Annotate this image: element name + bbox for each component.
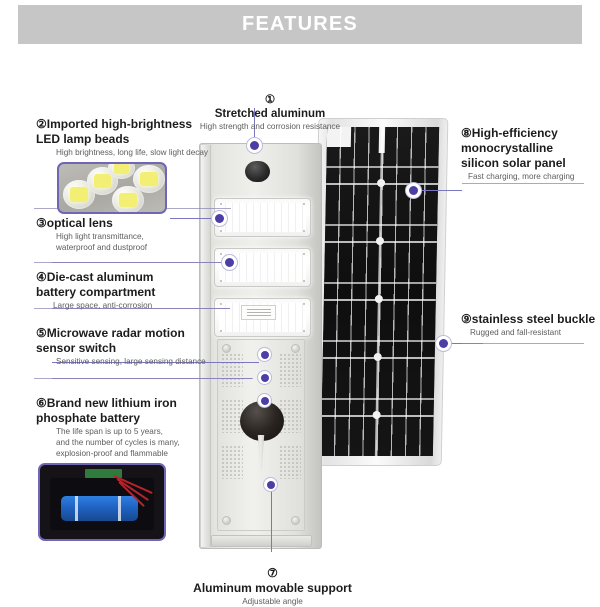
feature-8-label: High-efficiency monocrystalline silicon …	[461, 126, 566, 170]
vent-grille	[279, 445, 301, 479]
feature-3-label: optical lens	[46, 216, 113, 230]
vent-grille	[221, 445, 243, 479]
feature-2-label: Imported high-brightness LED lamp beads	[36, 117, 193, 146]
feature-1-title: ① Stretched aluminum	[175, 79, 365, 121]
label-rule	[462, 343, 584, 344]
feature-callout-1: ① Stretched aluminum High strength and c…	[175, 79, 365, 132]
feature-1-label: Stretched aluminum	[214, 108, 326, 120]
feature-callout-5: ⑤Microwave radar motion sensor switch Se…	[36, 326, 246, 367]
callout-dot-6[interactable]	[258, 394, 271, 407]
callout-dot-4[interactable]	[258, 348, 271, 361]
vent-grille	[279, 399, 301, 433]
product-label-plate	[241, 305, 276, 320]
label-rule	[34, 378, 253, 379]
feature-4-number: ④	[36, 270, 47, 284]
connector-line-1	[254, 108, 255, 145]
feature-6-subtitle: The life span is up to 5 years, and the …	[56, 427, 180, 458]
feature-5-title: ⑤Microwave radar motion sensor switch	[36, 326, 246, 356]
feature-6-number: ⑥	[36, 396, 47, 410]
connector-line-7	[271, 485, 272, 552]
label-rule	[34, 308, 230, 309]
feature-2-number: ②	[36, 117, 47, 131]
feature-9-number: ⑨	[461, 312, 472, 326]
feature-6-title: ⑥Brand new lithium iron phosphate batter…	[36, 396, 241, 426]
feature-callout-3: ③optical lens High light transmittance, …	[36, 216, 236, 253]
callout-dot-7[interactable]	[264, 478, 277, 491]
callout-dot-1[interactable]	[247, 138, 262, 153]
callout-dot-2[interactable]	[212, 211, 227, 226]
movable-support-bracket	[257, 435, 265, 471]
callout-dot-3[interactable]	[222, 255, 237, 270]
features-header-bar: FEATURES	[18, 5, 582, 44]
lamp-base-edge	[211, 535, 312, 547]
feature-callout-7: ⑦ Aluminum movable support Adjustable an…	[165, 551, 380, 607]
feature-callout-8: ⑧High-efficiency monocrystalline silicon…	[461, 126, 591, 182]
feature-callout-2: ②Imported high-brightness LED lamp beads…	[36, 117, 236, 158]
feature-6-label: Brand new lithium iron phosphate battery	[36, 396, 177, 425]
feature-5-number: ⑤	[36, 326, 47, 340]
led-module-lenses	[219, 203, 306, 232]
lamp-side-rail	[201, 145, 211, 547]
feature-3-title: ③optical lens	[36, 216, 236, 231]
feature-4-subtitle: Large space, anti-corrosion	[53, 301, 153, 310]
feature-7-subtitle: Adjustable angle	[242, 597, 303, 606]
feature-callout-9: ⑨stainless steel buckle Rugged and fall-…	[461, 312, 596, 338]
page-title: FEATURES	[242, 13, 358, 35]
feature-1-number: ①	[264, 94, 276, 106]
feature-5-subtitle: Sensitive sensing, large sensing distanc…	[56, 357, 206, 366]
feature-7-title: ⑦ Aluminum movable support	[165, 551, 380, 596]
label-rule	[462, 183, 584, 184]
feature-7-label: Aluminum movable support	[193, 581, 352, 595]
led-lamp-beads-photo	[57, 162, 167, 214]
connector-line-2	[170, 218, 219, 219]
feature-callout-4: ④Die-cast aluminum battery compartment L…	[36, 270, 241, 311]
feature-9-label: stainless steel buckle	[471, 312, 596, 326]
feature-8-title: ⑧High-efficiency monocrystalline silicon…	[461, 126, 591, 171]
solar-panel-glass	[320, 127, 440, 456]
feature-5-label: Microwave radar motion sensor switch	[36, 326, 185, 355]
vent-grille	[279, 353, 301, 387]
solar-panel-image	[311, 118, 449, 466]
feature-7-number: ⑦	[267, 566, 278, 580]
top-sensor-dome	[245, 161, 270, 182]
callout-dot-8[interactable]	[406, 183, 421, 198]
feature-9-title: ⑨stainless steel buckle	[461, 312, 596, 327]
feature-8-number: ⑧	[461, 126, 472, 140]
feature-9-subtitle: Rugged and fall-resistant	[470, 328, 562, 337]
microwave-radar-dome	[240, 401, 284, 441]
callout-dot-9[interactable]	[436, 336, 451, 351]
feature-1-subtitle: High strength and corrosion resistance	[199, 122, 341, 131]
callout-dot-5[interactable]	[258, 371, 271, 384]
feature-4-label: Die-cast aluminum battery compartment	[36, 270, 156, 299]
label-rule	[34, 262, 230, 263]
feature-callout-6: ⑥Brand new lithium iron phosphate batter…	[36, 396, 241, 459]
feature-8-subtitle: Fast charging, more charging	[468, 172, 575, 181]
feature-2-subtitle: High brightness, long life, slow light d…	[56, 148, 209, 157]
feature-3-number: ③	[36, 216, 47, 230]
lithium-battery-photo	[38, 463, 166, 541]
connector-line-6	[52, 362, 259, 363]
solar-cell-notch	[378, 127, 386, 153]
feature-2-title: ②Imported high-brightness LED lamp beads	[36, 117, 236, 147]
feature-4-title: ④Die-cast aluminum battery compartment	[36, 270, 241, 300]
vent-grille	[221, 399, 243, 433]
feature-3-subtitle: High light transmittance, waterproof and…	[56, 232, 148, 252]
connector-line-8	[414, 190, 462, 191]
